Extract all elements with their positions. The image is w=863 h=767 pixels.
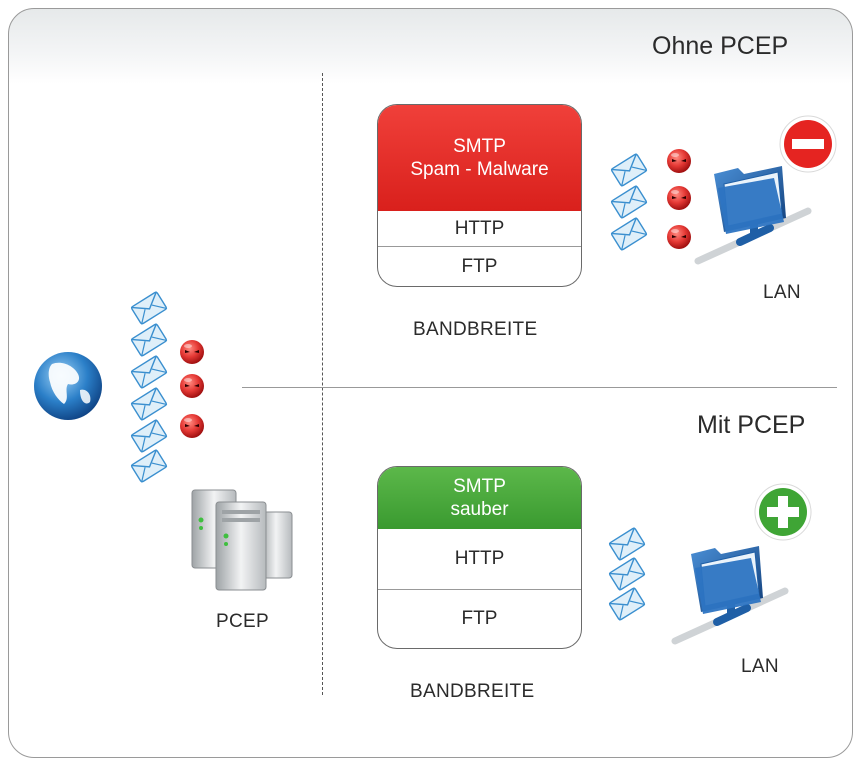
server-icon <box>191 489 293 591</box>
clean-label: sauber <box>450 499 509 520</box>
lan-label-bottom: LAN <box>741 656 779 677</box>
malware-icons-left <box>180 340 204 438</box>
plus-icon <box>754 483 812 541</box>
lan-label-top: LAN <box>763 282 801 303</box>
smtp-clean-segment: SMTP sauber <box>378 467 581 529</box>
smtp-label: SMTP <box>453 136 506 157</box>
bandwidth-caption-bottom: BANDBREITE <box>410 681 535 702</box>
envelope-stack-top <box>610 152 648 252</box>
envelope-stack-left <box>130 290 168 484</box>
bandwidth-box-top: SMTP Spam - Malware HTTP FTP <box>377 104 582 287</box>
title-without-pcep: Ohne PCEP <box>652 32 789 60</box>
segment-separator <box>378 246 581 247</box>
smtp-label: SMTP <box>453 476 506 497</box>
lan-folder-icon-bottom <box>675 546 795 661</box>
minus-icon <box>779 115 837 173</box>
smtp-spam-segment: SMTP Spam - Malware <box>378 105 581 211</box>
segment-separator <box>378 589 581 590</box>
lan-folder-icon-top <box>698 166 818 276</box>
pcep-label: PCEP <box>216 611 269 632</box>
spam-malware-label: Spam - Malware <box>410 159 549 180</box>
bandwidth-box-bottom: SMTP sauber HTTP FTP <box>377 466 582 649</box>
bandwidth-caption-top: BANDBREITE <box>413 319 538 340</box>
ftp-segment: FTP <box>461 256 498 277</box>
vertical-divider <box>322 73 323 695</box>
globe-icon <box>34 352 102 420</box>
title-with-pcep: Mit PCEP <box>697 411 806 439</box>
ftp-segment: FTP <box>461 608 498 629</box>
horizontal-divider <box>242 387 837 388</box>
http-segment: HTTP <box>454 217 505 239</box>
malware-icons-top <box>667 149 691 249</box>
envelope-stack-bottom <box>608 526 646 622</box>
http-segment: HTTP <box>454 548 505 569</box>
